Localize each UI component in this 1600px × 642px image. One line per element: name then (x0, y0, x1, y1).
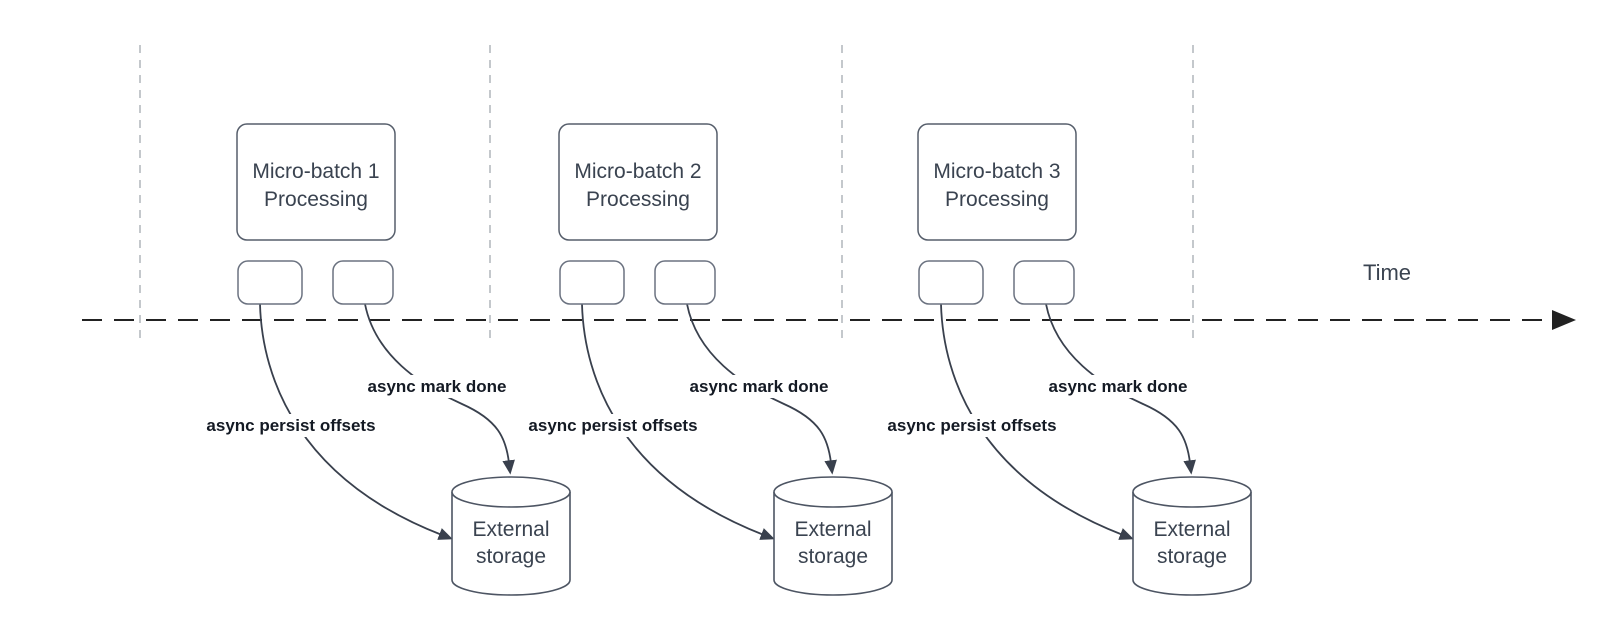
done-label-bg (1040, 375, 1197, 398)
done-label-bg (681, 375, 838, 398)
storage-cylinder-top (773, 476, 893, 508)
processing-box-title-line1: Micro-batch 3 (933, 160, 1060, 183)
mark-done-arrow (686, 303, 837, 475)
done-task-box (1013, 260, 1075, 305)
processing-box-title-line1: Micro-batch 2 (574, 160, 701, 183)
batch-group-3: async persist offsets async mark done Mi… (883, 123, 1252, 596)
external-storage-cylinder: External storage (1132, 476, 1252, 596)
persist-offsets-label: async persist offsets (887, 416, 1056, 435)
done-task-box (332, 260, 394, 305)
processing-box (236, 123, 396, 241)
mark-done-label: async mark done (1049, 377, 1188, 396)
processing-box-title-line1: Micro-batch 1 (252, 160, 379, 183)
mark-done-arrow (364, 303, 515, 475)
batch-group-2: async persist offsets async mark done Mi… (524, 123, 893, 596)
storage-cylinder-body (451, 492, 571, 596)
batch-group-1: async persist offsets async mark done Mi… (202, 123, 571, 596)
processing-box-title-line2: Processing (586, 188, 690, 211)
processing-box (558, 123, 718, 241)
persist-label-bg (202, 414, 380, 437)
done-task-box (654, 260, 716, 305)
storage-cylinder-top (451, 476, 571, 508)
processing-box (917, 123, 1077, 241)
persist-offsets-label: async persist offsets (528, 416, 697, 435)
time-axis-label: Time (1363, 260, 1411, 285)
processing-box-title-line2: Processing (945, 188, 1049, 211)
storage-label-line1: External (794, 518, 871, 541)
mark-done-label: async mark done (690, 377, 829, 396)
done-label-bg (359, 375, 516, 398)
storage-label-line1: External (472, 518, 549, 541)
storage-cylinder-body (1132, 492, 1252, 596)
offset-task-box (237, 260, 303, 305)
offset-task-box (918, 260, 984, 305)
external-storage-cylinder: External storage (773, 476, 893, 596)
storage-label-line2: storage (476, 545, 546, 568)
mark-done-arrow (1045, 303, 1196, 475)
storage-label-line1: External (1153, 518, 1230, 541)
offset-task-box (559, 260, 625, 305)
storage-cylinder-top (1132, 476, 1252, 508)
storage-label-line2: storage (1157, 545, 1227, 568)
external-storage-cylinder: External storage (451, 476, 571, 596)
storage-cylinder-body (773, 492, 893, 596)
mark-done-label: async mark done (368, 377, 507, 396)
persist-offsets-label: async persist offsets (206, 416, 375, 435)
persist-label-bg (883, 414, 1061, 437)
persist-label-bg (524, 414, 702, 437)
processing-box-title-line2: Processing (264, 188, 368, 211)
storage-label-line2: storage (798, 545, 868, 568)
